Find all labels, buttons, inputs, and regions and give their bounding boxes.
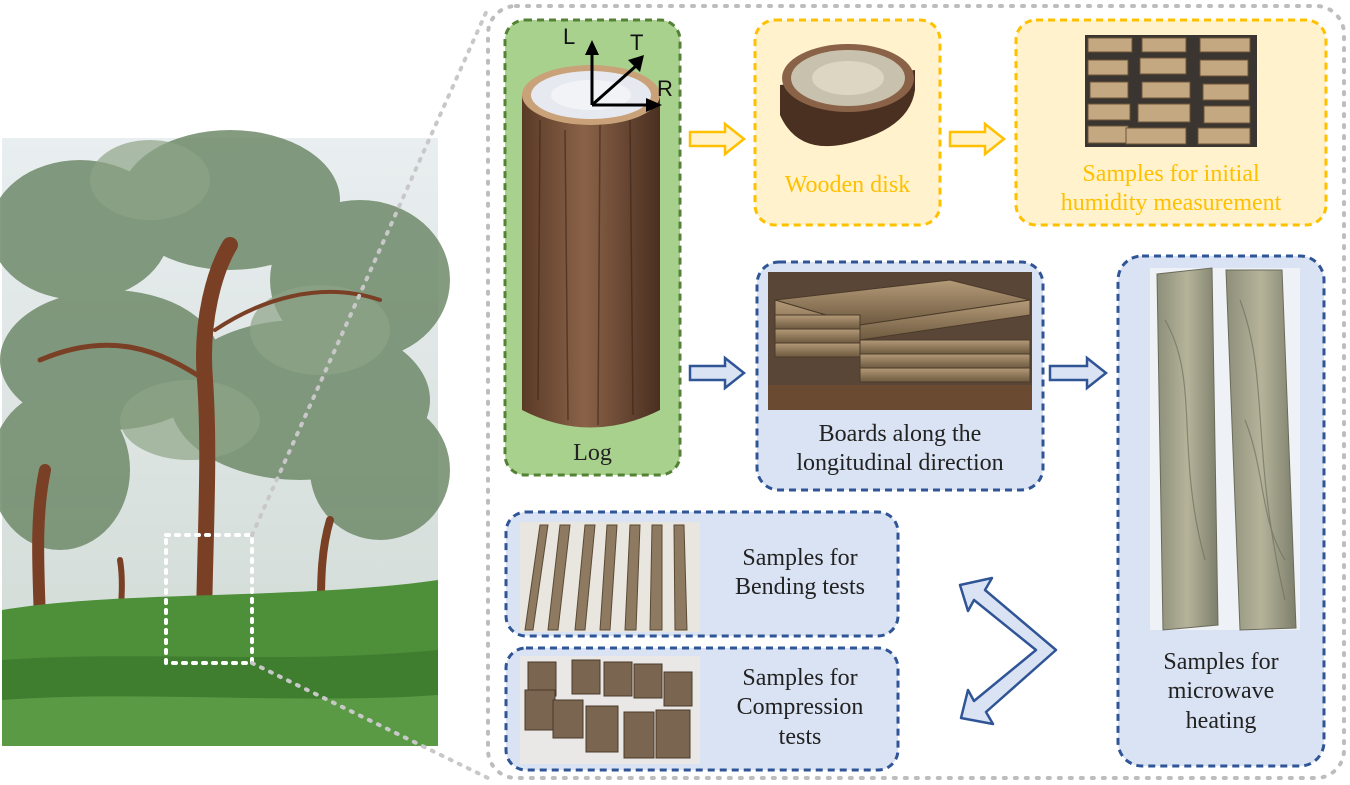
- arrow-disk-to-humidity: [948, 121, 1007, 157]
- log-label: Log: [573, 440, 612, 466]
- zoom-selection-box: [164, 533, 254, 665]
- microwave-line-1: Samples for: [1163, 649, 1279, 675]
- microwave-samples-label: Samples for microwave heating: [1118, 648, 1324, 736]
- tree-photo: [0, 130, 450, 746]
- microwave-line-2: microwave: [1167, 678, 1275, 705]
- zoom-line-top: [250, 6, 490, 537]
- arrow-log-to-disk: [688, 121, 747, 157]
- microwave-samples-panel: [1116, 254, 1326, 768]
- compression-samples-label: Samples for Compression tests: [705, 664, 895, 752]
- compression-line-3: tests: [778, 723, 822, 750]
- humidity-line-2: humidity measurement: [1060, 190, 1282, 217]
- boards-line-1: Boards along the: [818, 421, 982, 447]
- zoom-line-bottom: [250, 661, 490, 780]
- log-panel: [503, 18, 682, 477]
- humidity-samples-label: Samples for initial humidity measurement: [1016, 160, 1326, 219]
- compression-line-2: Compression: [736, 694, 864, 721]
- double-arrow-tests: [958, 576, 1058, 726]
- boards-label: Boards along the longitudinal direction: [757, 420, 1043, 479]
- axis-label-t: T: [630, 30, 644, 55]
- bending-samples-label: Samples for Bending tests: [705, 544, 895, 603]
- boards-panel: [755, 260, 1045, 492]
- wooden-disk-panel: [753, 18, 942, 227]
- boards-line-2: longitudinal direction: [796, 450, 1004, 477]
- compression-line-1: Samples for: [742, 665, 858, 691]
- bending-line-2: Bending tests: [735, 574, 865, 601]
- axis-label-l: L: [563, 24, 576, 49]
- compression-samples-panel: [504, 646, 900, 772]
- bending-line-1: Samples for: [742, 545, 858, 571]
- arrow-boards-to-microwave: [1048, 355, 1109, 391]
- bending-samples-panel: [504, 510, 900, 638]
- humidity-line-1: Samples for initial: [1082, 161, 1260, 187]
- detail-frame: [486, 4, 1346, 780]
- microwave-line-3: heating: [1185, 707, 1257, 734]
- arrow-log-to-boards: [688, 355, 747, 391]
- humidity-samples-panel: [1014, 18, 1328, 227]
- wooden-disk-label: Wooden disk: [784, 172, 911, 198]
- axis-label-r: R: [657, 76, 673, 101]
